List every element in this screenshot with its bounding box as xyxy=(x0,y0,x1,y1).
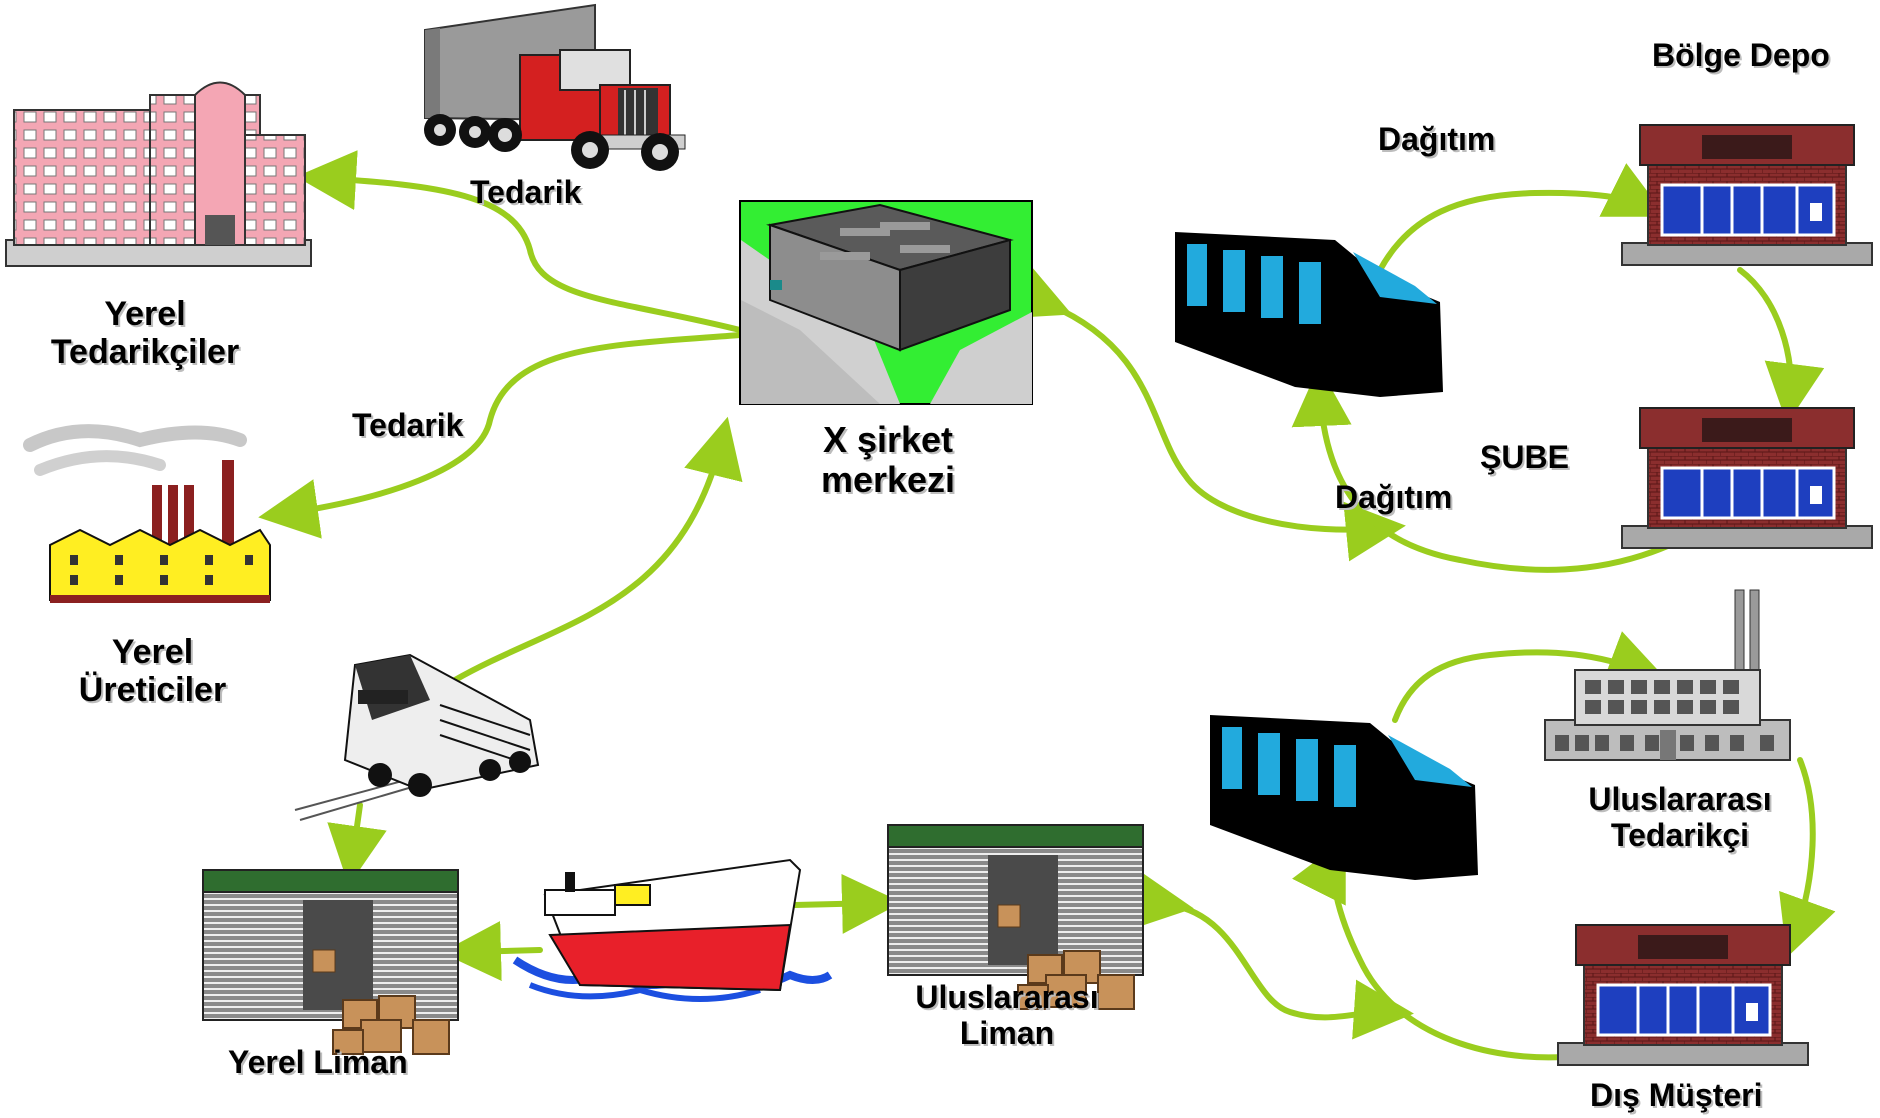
port-warehouse-icon xyxy=(202,869,459,1055)
arrow-sube-to-truck xyxy=(1291,366,1673,573)
arrow-hq-to-yerel-tedarikciler xyxy=(296,150,743,333)
label-uluslararasi-liman: Uluslararası Liman xyxy=(915,979,1099,1051)
label-dis-musteri: Dış Müşteri xyxy=(1590,1077,1763,1113)
arrow-train-to-hq xyxy=(452,416,743,683)
label-uluslararasi-tedarikci: Uluslararası Tedarikçi xyxy=(1588,781,1772,853)
delivery-truck-icon xyxy=(1175,232,1443,397)
label-bolge-depo: Bölge Depo xyxy=(1652,37,1830,73)
label-yerel-liman: Yerel Liman xyxy=(228,1044,408,1080)
factory-icon xyxy=(23,424,271,603)
store-icon xyxy=(1620,406,1874,550)
arrow-bolge-to-sube xyxy=(1737,267,1825,424)
label-tedarik-top: Tedarik xyxy=(470,174,582,210)
arrow-dis-musteri-to-truck xyxy=(1292,838,1588,1061)
store-icon xyxy=(1556,923,1810,1067)
arrow-liman-to-dis-musteri xyxy=(1130,870,1414,1040)
train-icon xyxy=(294,653,540,821)
tower-building-icon xyxy=(5,81,312,267)
label-sube: ŞUBE xyxy=(1480,439,1569,475)
arrow-intl-tedarikci-to-dis-musteri xyxy=(1779,757,1836,958)
arrow-hq-to-truck xyxy=(1005,263,1406,562)
label-dagitim-mid: Dağıtım xyxy=(1335,479,1453,515)
semi-truck-icon xyxy=(424,3,686,171)
arrow-ship-to-uluslararasi-liman xyxy=(792,873,902,934)
label-tedarik-left: Tedarik xyxy=(352,407,464,443)
label-x-sirket-merkezi: X şirket merkezi xyxy=(820,419,956,501)
arrow-train-to-yerel-liman xyxy=(327,802,387,886)
label-yerel-tedarikciler: Yerel Tedarikçiler xyxy=(50,295,240,372)
arrow-hq-to-yerel-ureticiler xyxy=(258,332,743,539)
arrow-ship-to-yerel-liman xyxy=(441,921,543,982)
arrow-truck-to-bolge-depo xyxy=(1377,163,1667,273)
delivery-truck-icon xyxy=(1210,715,1478,880)
label-dagitim-top: Dağıtım xyxy=(1378,121,1496,157)
flow-arrows xyxy=(258,150,1836,1061)
intl-factory-icon xyxy=(1544,589,1791,761)
label-yerel-ureticiler: Yerel Üreticiler xyxy=(78,633,227,710)
store-icon xyxy=(1620,123,1874,267)
arrow-truck-to-intl-tedarikci xyxy=(1392,631,1668,723)
cargo-ship-icon xyxy=(512,858,833,1002)
warehouse-hq-icon xyxy=(739,200,1033,405)
